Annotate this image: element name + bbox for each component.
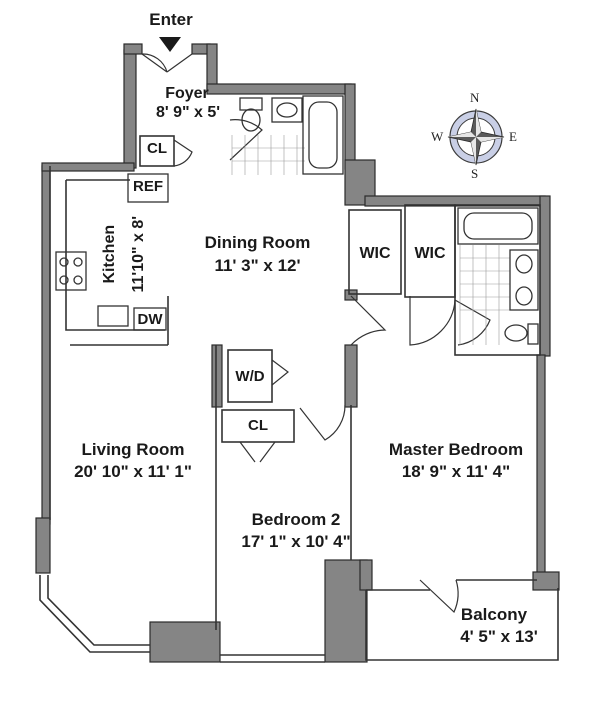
interior-lines [39, 135, 559, 663]
enter-arrow-icon [159, 37, 181, 52]
refrigerator-label: REF [133, 178, 163, 195]
balcony-name: Balcony [460, 605, 528, 624]
walk-in-closet-2-label: WIC [414, 245, 446, 262]
dishwasher-label: DW [137, 311, 163, 328]
kitchen-size: 11'10" x 8' [129, 215, 147, 293]
compass-rose-icon [447, 108, 505, 166]
closet-bedroom2-label: CL [248, 417, 268, 434]
compass-east-label: E [509, 129, 517, 144]
walk-in-closet-1-label: WIC [359, 245, 391, 262]
dining-room-size: 11' 3" x 12' [214, 256, 301, 275]
washer-dryer-label: W/D [235, 368, 265, 385]
master-bedroom-size: 18' 9" x 11' 4" [401, 462, 511, 481]
balcony-size: 4' 5" x 13' [460, 627, 538, 646]
compass-south-label: S [471, 166, 479, 181]
bedroom-2-size: 17' 1" x 10' 4" [241, 532, 351, 551]
living-room-name: Living Room [81, 440, 185, 459]
closet-foyer-label: CL [147, 140, 167, 157]
foyer-name: Foyer [165, 85, 209, 102]
kitchen-name: Kitchen [100, 224, 118, 284]
enter-label: Enter [149, 10, 193, 29]
bath-tiles [231, 135, 510, 345]
doors [141, 53, 491, 614]
master-bedroom-name: Master Bedroom [388, 440, 524, 459]
foyer-size: 8' 9" x 5' [155, 104, 221, 121]
compass-west-label: W [431, 129, 444, 144]
dining-room-name: Dining Room [204, 233, 311, 252]
bedroom-2-name: Bedroom 2 [251, 510, 341, 529]
compass-north-label: N [470, 90, 480, 105]
fixtures-drawn [55, 95, 539, 345]
living-room-size: 20' 10" x 11' 1" [74, 462, 192, 481]
